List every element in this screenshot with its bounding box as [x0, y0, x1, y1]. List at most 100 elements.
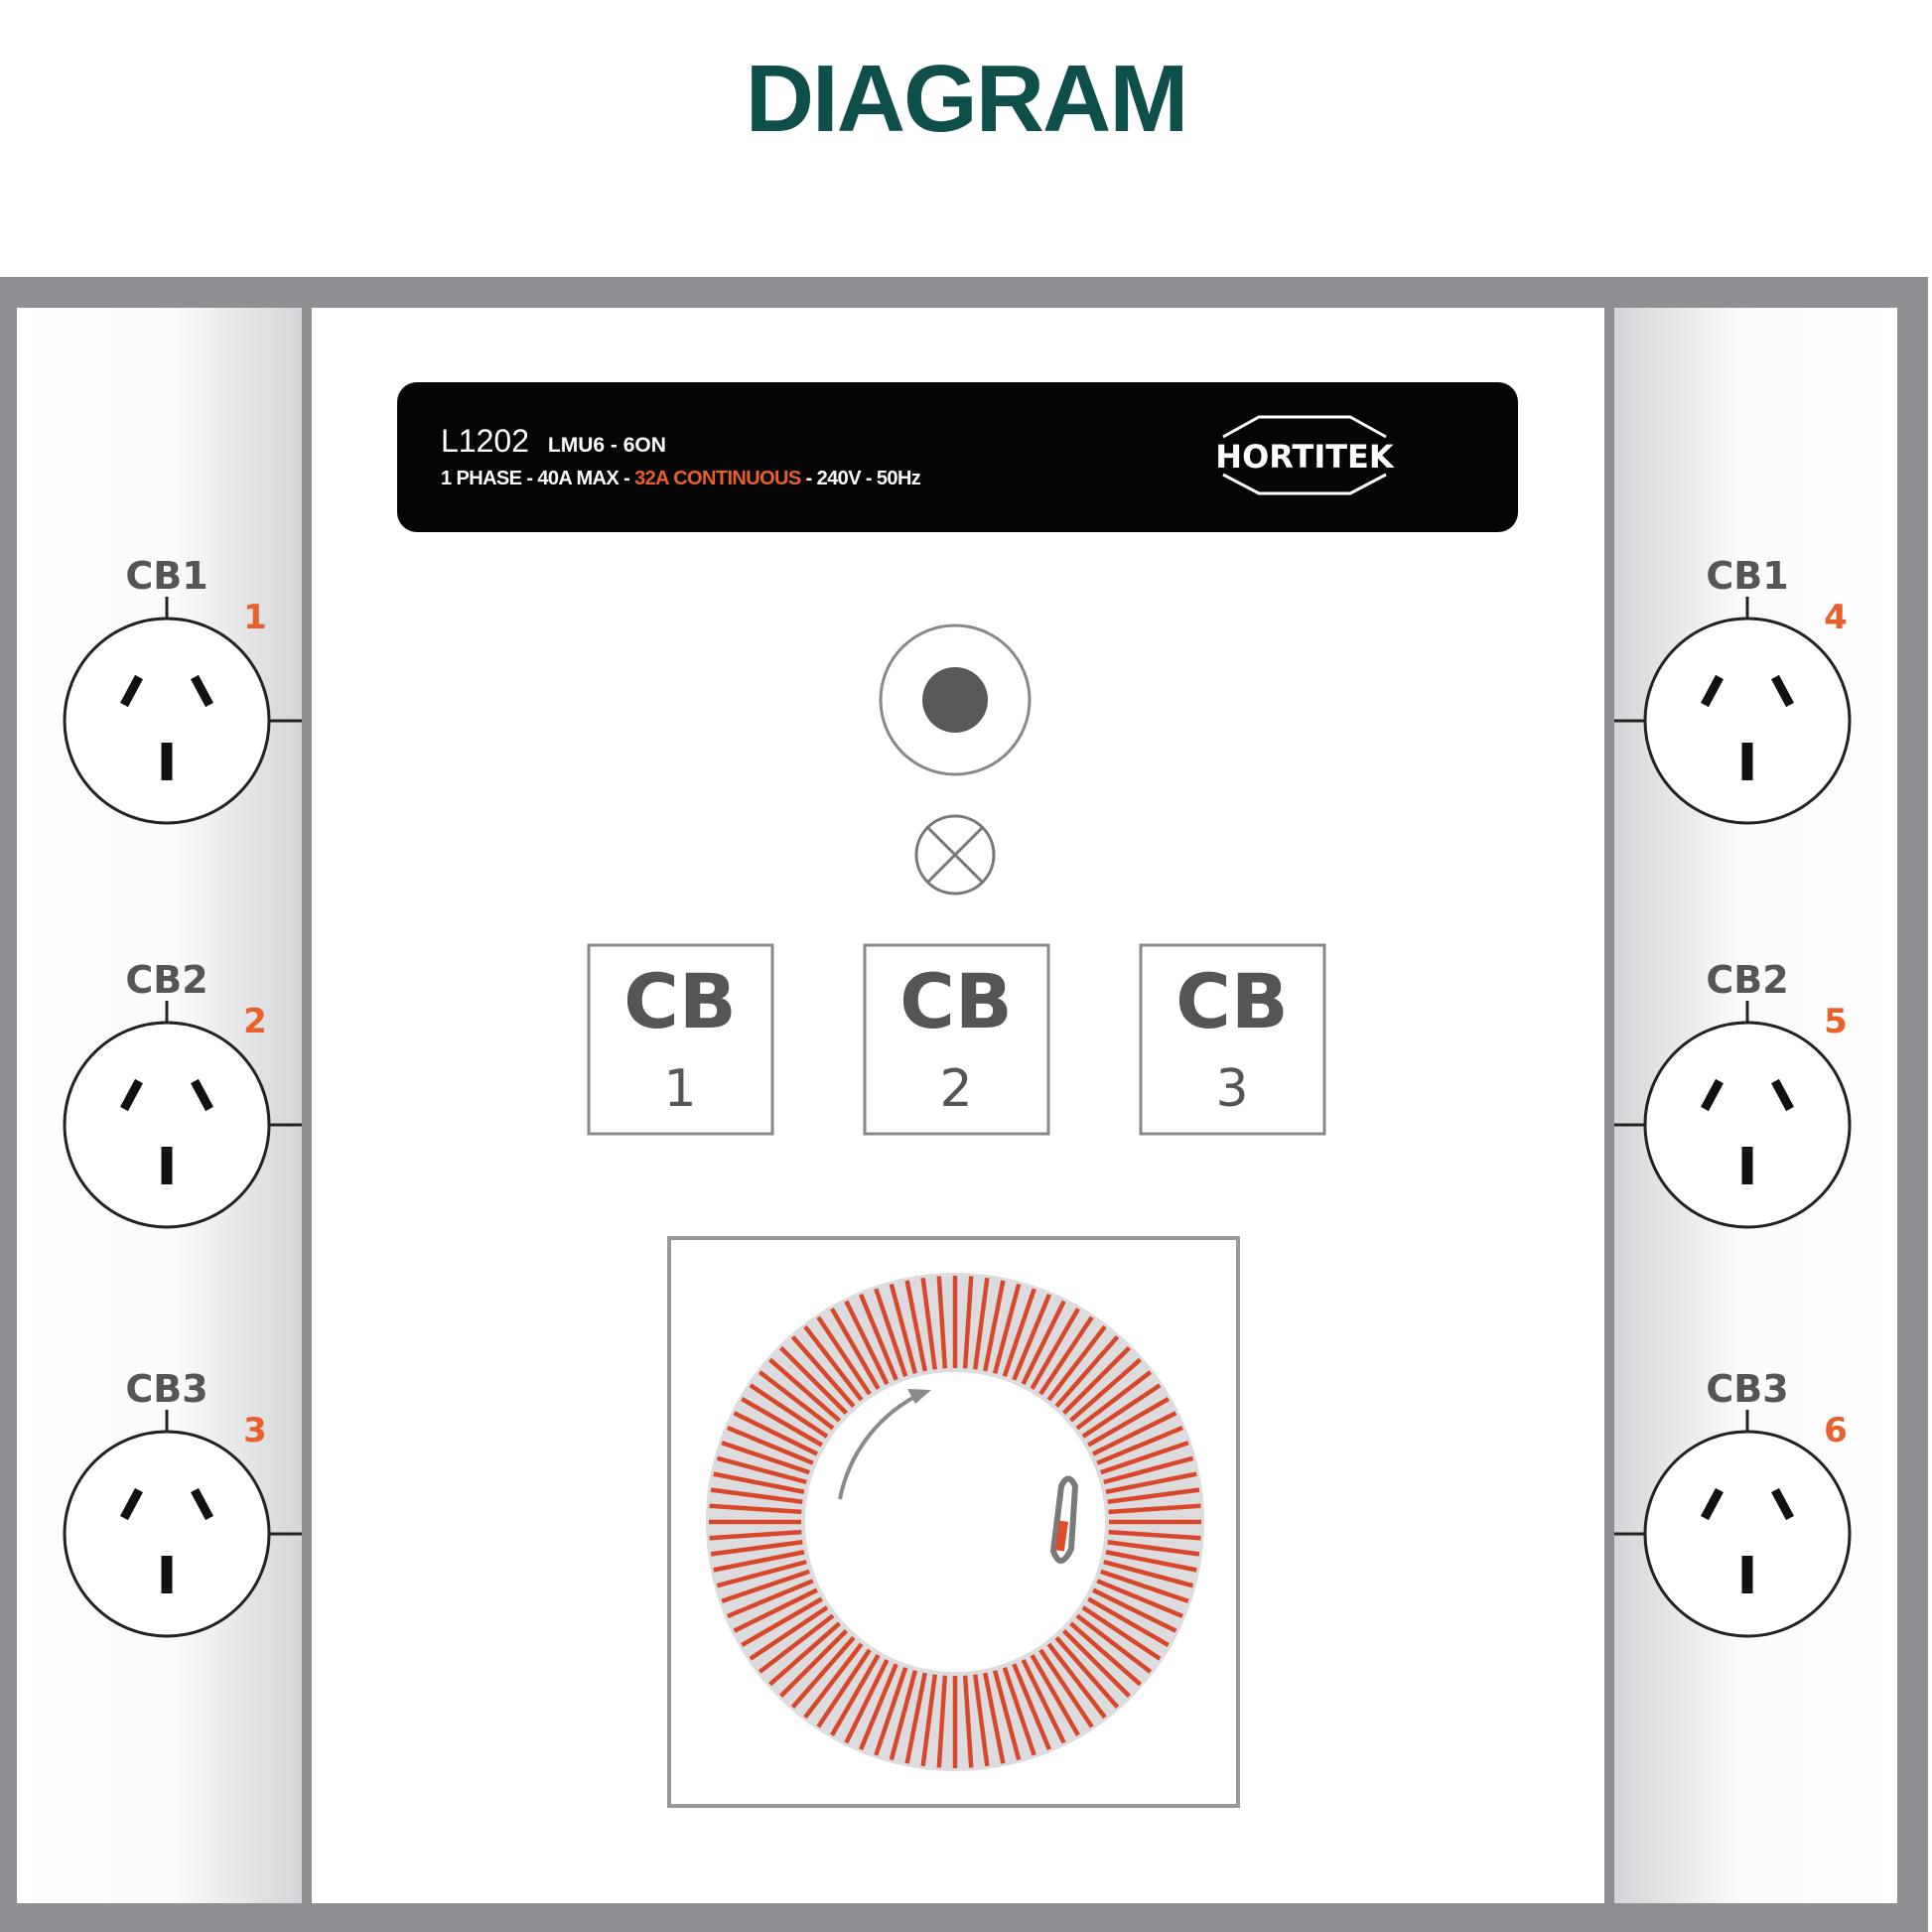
timer-pin[interactable] [830, 1308, 881, 1390]
timer-pin[interactable] [1038, 1648, 1094, 1728]
timer-pin[interactable] [716, 1455, 807, 1485]
timer-pin[interactable] [1100, 1441, 1189, 1475]
timer-pin[interactable] [741, 1397, 823, 1448]
timer-pin[interactable] [790, 1335, 856, 1408]
timer-pin[interactable] [758, 1613, 835, 1674]
timer-pin[interactable] [1030, 1654, 1080, 1736]
timer-pin[interactable] [962, 1675, 974, 1768]
timer-pin[interactable] [768, 1357, 841, 1423]
timer-pin[interactable] [1096, 1426, 1183, 1465]
timer-pin[interactable] [713, 1471, 805, 1494]
timer-pin[interactable] [749, 1383, 829, 1439]
timer-pin[interactable] [1030, 1308, 1080, 1390]
timer-pin[interactable] [1046, 1324, 1107, 1402]
timer-pin[interactable] [1092, 1411, 1177, 1456]
timer-pin[interactable] [749, 1605, 829, 1661]
timer-pin[interactable] [1054, 1636, 1120, 1709]
timer-pin[interactable] [790, 1636, 856, 1709]
timer-pin[interactable] [1062, 1346, 1131, 1415]
timer-pin[interactable] [1096, 1579, 1183, 1618]
timer-pin[interactable] [727, 1579, 814, 1618]
timer-pin[interactable] [1054, 1335, 1120, 1408]
timer-pin[interactable] [1012, 1294, 1051, 1381]
timer-pin[interactable] [1103, 1455, 1194, 1485]
timer-pin[interactable] [936, 1675, 948, 1768]
timer-pin[interactable] [1092, 1587, 1177, 1633]
timer-pin[interactable] [874, 1667, 908, 1756]
timer-pin[interactable] [768, 1621, 841, 1687]
timer-pin[interactable] [1105, 1471, 1197, 1494]
timer-pin[interactable] [1069, 1621, 1142, 1687]
timer-pin[interactable] [733, 1587, 818, 1633]
timer-pin[interactable] [889, 1670, 918, 1761]
timer-pin[interactable] [1021, 1659, 1066, 1744]
timer-pin[interactable] [1105, 1550, 1197, 1573]
timer-pin[interactable] [992, 1670, 1022, 1761]
timer-pin[interactable] [992, 1283, 1022, 1374]
timer-pin[interactable] [709, 1529, 802, 1541]
timer-pin[interactable] [962, 1276, 974, 1369]
timer-pin[interactable] [830, 1654, 881, 1736]
timer-pin[interactable] [710, 1540, 803, 1557]
timer-pin[interactable] [973, 1674, 990, 1767]
circuit-breaker-2[interactable]: CB2 [863, 943, 1050, 1136]
timer-pin[interactable] [1002, 1667, 1036, 1756]
timer-pin[interactable] [1012, 1663, 1051, 1750]
spec-continuous: 32A CONTINUOUS [634, 468, 801, 489]
timer-pin[interactable] [1062, 1629, 1131, 1698]
timer-pin[interactable] [816, 1315, 872, 1396]
timer-pin[interactable] [973, 1277, 990, 1370]
timer-pin[interactable] [920, 1674, 937, 1767]
timer-pin[interactable] [904, 1280, 927, 1372]
timer-pin[interactable] [1075, 1370, 1153, 1431]
timer-pin[interactable] [1038, 1315, 1094, 1396]
timer-pin[interactable] [1087, 1596, 1170, 1647]
timer-pin[interactable] [803, 1324, 864, 1402]
timer-pin[interactable] [803, 1642, 864, 1720]
timer-pin[interactable] [779, 1629, 848, 1698]
timer-pin[interactable] [721, 1441, 810, 1475]
timer-pin[interactable] [1081, 1605, 1162, 1661]
timer-pin[interactable] [889, 1283, 918, 1374]
timer-pin[interactable] [874, 1288, 908, 1377]
mechanical-timer[interactable] [667, 1236, 1240, 1808]
timer-pin[interactable] [844, 1659, 890, 1744]
timer-pin[interactable] [1108, 1503, 1201, 1515]
timer-pin[interactable] [844, 1300, 890, 1385]
timer-pin[interactable] [709, 1503, 802, 1515]
timer-pin[interactable] [733, 1411, 818, 1456]
main-switch[interactable] [879, 623, 1032, 776]
timer-pin[interactable] [741, 1596, 823, 1647]
timer-pin[interactable] [1107, 1540, 1200, 1557]
circuit-breaker-1[interactable]: CB1 [587, 943, 774, 1136]
timer-pin[interactable] [1069, 1357, 1142, 1423]
rating-plate: L1202 LMU6 - 6ON 1 PHASE - 40A MAX - 32A… [397, 382, 1518, 532]
timer-pin[interactable] [904, 1672, 927, 1764]
timer-pin[interactable] [983, 1280, 1006, 1372]
timer-pin[interactable] [920, 1277, 937, 1370]
timer-pin[interactable] [1081, 1383, 1162, 1439]
timer-pin[interactable] [713, 1550, 805, 1573]
timer-pin[interactable] [1046, 1642, 1107, 1720]
timer-pin[interactable] [758, 1370, 835, 1431]
timer-pin[interactable] [716, 1559, 807, 1588]
timer-pin[interactable] [710, 1487, 803, 1504]
timer-pin[interactable] [983, 1672, 1006, 1764]
timer-pin[interactable] [721, 1569, 810, 1603]
timer-pin[interactable] [816, 1648, 872, 1728]
timer-pin[interactable] [1021, 1300, 1066, 1385]
timer-pin[interactable] [1002, 1288, 1036, 1377]
timer-pin[interactable] [1087, 1397, 1170, 1448]
timer-pin[interactable] [1107, 1487, 1200, 1504]
timer-pin[interactable] [1100, 1569, 1189, 1603]
timer-pin[interactable] [1108, 1529, 1201, 1541]
timer-pin[interactable] [727, 1426, 814, 1465]
timer-pin[interactable] [859, 1663, 898, 1750]
timer-pin[interactable] [779, 1346, 848, 1415]
circuit-breaker-3[interactable]: CB3 [1139, 943, 1326, 1136]
timer-pin[interactable] [859, 1294, 898, 1381]
timer-pin[interactable] [1103, 1559, 1194, 1588]
timer-pin[interactable] [1075, 1613, 1153, 1674]
timer-pin[interactable] [936, 1276, 948, 1369]
